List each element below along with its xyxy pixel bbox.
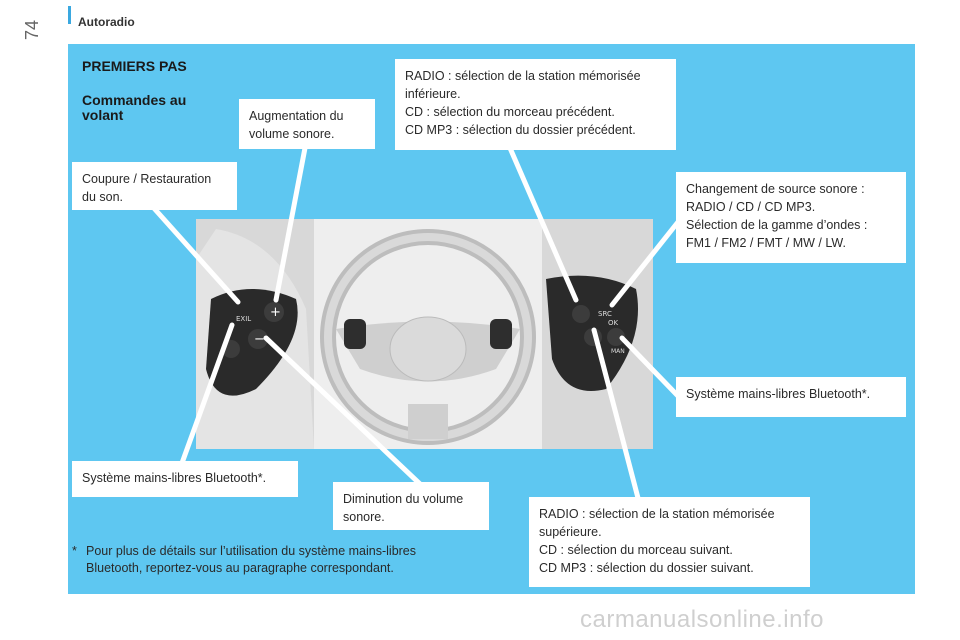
svg-text:+: + <box>270 305 281 320</box>
callout-bluetooth-right: Système mains-libres Bluetooth*. <box>676 377 906 417</box>
volume-down-button-illustration <box>248 329 268 349</box>
callout-line: Augmentation du <box>249 109 344 123</box>
callout-line: RADIO : sélection de la station mémorisé… <box>539 507 775 521</box>
callout-line: CD : sélection du morceau précédent. <box>405 105 615 119</box>
callout-radio-next: RADIO : sélection de la station mémorisé… <box>529 497 810 587</box>
callout-line: Diminution du volume <box>343 492 464 506</box>
callout-line: du son. <box>82 190 124 204</box>
callout-source: Changement de source sonore : RADIO / CD… <box>676 172 906 263</box>
volume-up-button-illustration <box>264 302 284 322</box>
callout-line: inférieure. <box>405 87 461 101</box>
callout-line: Système mains-libres Bluetooth*. <box>82 471 267 485</box>
seek-up-button-illustration <box>572 305 590 323</box>
callout-line: Sélection de la gamme d’ondes : <box>686 218 868 232</box>
seek-down-button-illustration <box>584 328 602 346</box>
page-subheading: Commandes au volant <box>82 92 187 123</box>
callout-line: CD MP3 : sélection du dossier précédent. <box>405 123 636 137</box>
phone-button-illustration <box>222 340 240 358</box>
callout-line: Coupure / Restauration <box>82 172 212 186</box>
section-title: Autoradio <box>78 15 135 29</box>
callout-volume-up: Augmentation du volume sonore. <box>239 99 375 149</box>
steering-wheel-illustration: + EXIL − SRC OK MAN <box>196 219 653 449</box>
callout-line: CD : sélection du morceau suivant. <box>539 543 733 557</box>
page-heading: PREMIERS PAS <box>82 58 187 74</box>
svg-text:SRC: SRC <box>598 310 612 318</box>
footnote-marker: * <box>72 544 77 558</box>
callout-mute: Coupure / Restauration du son. <box>72 162 237 210</box>
footnote: * Pour plus de détails sur l’utilisation… <box>72 543 472 577</box>
callout-bluetooth-left: Système mains-libres Bluetooth*. <box>72 461 298 497</box>
svg-text:MAN: MAN <box>611 348 625 355</box>
callout-volume-down: Diminution du volume sonore. <box>333 482 489 530</box>
callout-line: supérieure. <box>539 525 602 539</box>
callout-line: Système mains-libres Bluetooth*. <box>686 387 871 401</box>
callout-line: sonore. <box>343 510 385 524</box>
callout-radio-previous: RADIO : sélection de la station mémorisé… <box>395 59 676 150</box>
svg-text:OK: OK <box>608 319 619 327</box>
footnote-line: Pour plus de détails sur l’utilisation d… <box>86 544 417 558</box>
callout-line: FM1 / FM2 / FMT / MW / LW. <box>686 236 846 250</box>
section-marker-bar <box>68 6 71 24</box>
callout-line: RADIO / CD / CD MP3. <box>686 200 816 214</box>
page-number: 74 <box>22 19 42 40</box>
callout-line: Changement de source sonore : <box>686 182 865 196</box>
callout-line: CD MP3 : sélection du dossier suivant. <box>539 561 754 575</box>
watermark: carmanualsonline.info <box>580 606 824 633</box>
footnote-line: Bluetooth, reportez-vous au paragraphe c… <box>86 561 394 575</box>
handsfree-button-illustration <box>607 328 625 346</box>
callout-line: volume sonore. <box>249 127 335 141</box>
callout-line: RADIO : sélection de la station mémorisé… <box>405 69 641 83</box>
steering-wheel-drawing: + EXIL − SRC OK MAN <box>196 219 653 449</box>
svg-text:−: − <box>254 332 265 347</box>
svg-text:EXIL: EXIL <box>236 315 251 323</box>
